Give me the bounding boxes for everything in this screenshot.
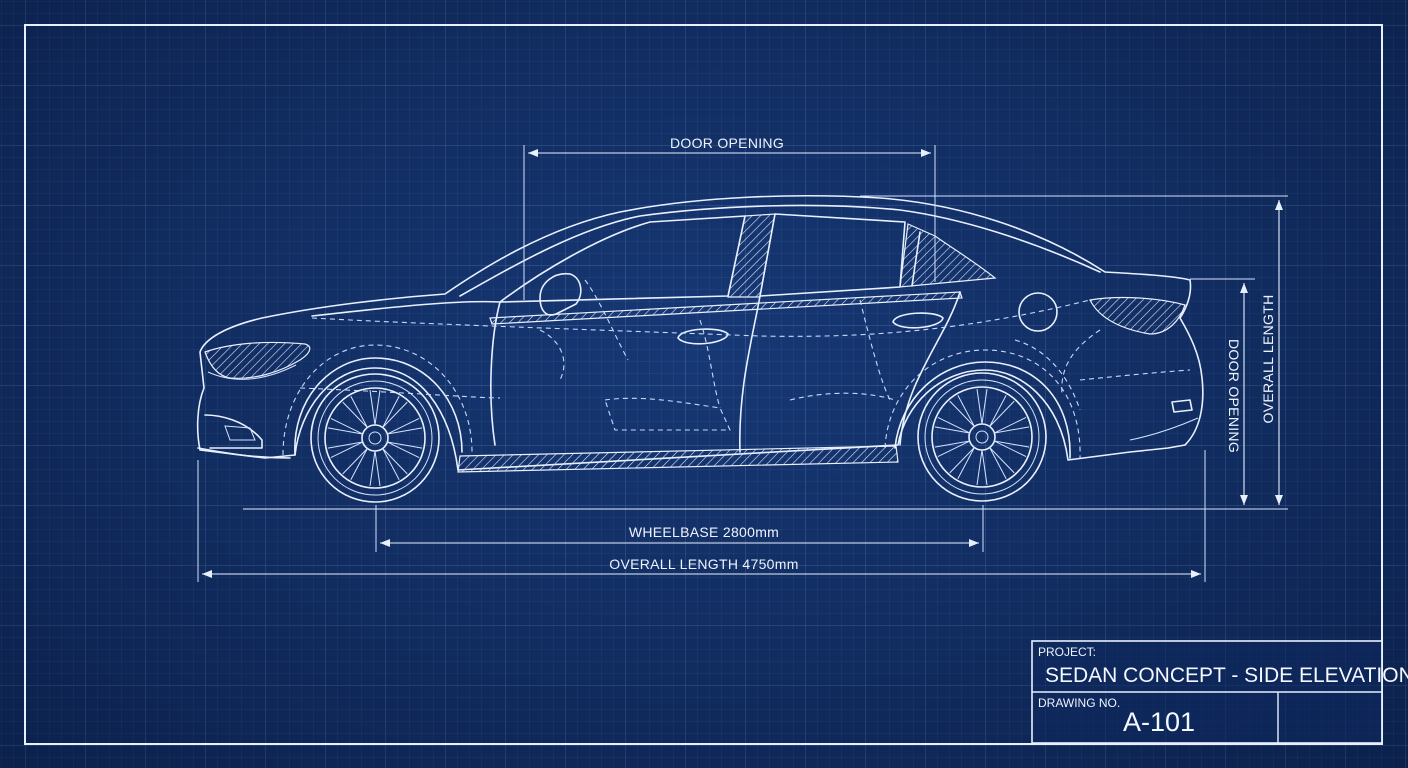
- dimension-lines: [197, 145, 1288, 582]
- wheelbase-label: WHEELBASE 2800mm: [629, 524, 779, 540]
- front-wheel-arch: [294, 357, 463, 456]
- rear-wheel: [917, 372, 1047, 502]
- front-door-line: [490, 301, 501, 446]
- project-title: SEDAN CONCEPT - SIDE ELEVATION: [1045, 664, 1408, 687]
- drawing-border: [24, 24, 1383, 745]
- overall-length-vertical-label: OVERALL LENGTH: [1260, 295, 1276, 424]
- fuel-cap: [1018, 292, 1058, 332]
- drawing-number: A-101: [1123, 707, 1195, 737]
- rear-door-line: [899, 291, 961, 446]
- front-door-handle: [677, 328, 729, 345]
- belt-line: [489, 291, 963, 325]
- door-opening-label: DOOR OPENING: [670, 135, 784, 151]
- drawing-no-label: DRAWING NO.: [1038, 696, 1120, 710]
- door-opening-vertical-label: DOOR OPENING: [1226, 339, 1242, 453]
- front-wheel: [310, 373, 440, 503]
- rear-window: [759, 213, 906, 297]
- project-label: PROJECT:: [1038, 645, 1096, 659]
- headlight: [204, 341, 311, 379]
- side-mirror: [539, 273, 582, 316]
- c-pillar: [899, 223, 997, 288]
- b-pillar-door-line: [739, 295, 761, 453]
- overall-length-label: OVERALL LENGTH 4750mm: [609, 556, 798, 572]
- rear-wheel-arch: [894, 361, 1071, 459]
- rear-door-handle: [892, 312, 944, 329]
- side-sill: [457, 445, 899, 473]
- title-block: PROJECT: SEDAN CONCEPT - SIDE ELEVATION …: [1031, 640, 1408, 744]
- taillight: [1089, 296, 1186, 335]
- car-body-outline: [196, 194, 1204, 471]
- front-window: [499, 215, 746, 303]
- sedan-side-elevation: [196, 194, 1285, 510]
